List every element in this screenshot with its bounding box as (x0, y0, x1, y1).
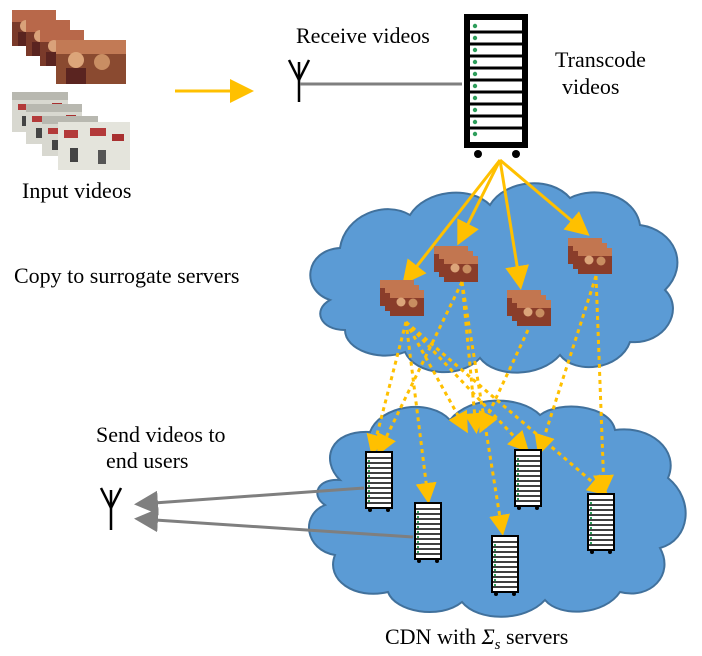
cdn-server-3 (514, 449, 542, 511)
cdn-caption-subscript: s (495, 637, 501, 653)
surrogate-cloud (309, 182, 679, 374)
cdn-server-1 (365, 451, 393, 513)
cdn-caption: CDN with Σs servers (385, 624, 568, 653)
cdn-server-2 (414, 502, 442, 564)
cdn-server-4 (491, 535, 519, 597)
cdn-server-5 (587, 493, 615, 555)
transcode-label-line2: videos (562, 74, 619, 99)
input-video-stack-people (12, 10, 126, 84)
surrogate-video-1 (380, 280, 424, 316)
input-video-stack-crowd (12, 92, 130, 170)
receive-videos-label: Receive videos (296, 23, 430, 48)
transcode-distribution-arrows (402, 158, 590, 290)
surrogate-video-3 (507, 290, 551, 326)
delivery-arrows (134, 486, 414, 539)
send-videos-label-line1: Send videos to (96, 422, 226, 447)
transcode-label-line1: Transcode (555, 47, 646, 72)
cdn-caption-suffix: servers (500, 624, 568, 649)
surrogate-video-2 (434, 246, 478, 282)
end-user-antenna-icon (99, 486, 123, 532)
transcode-server-icon (464, 14, 528, 158)
receive-antenna-icon (287, 58, 311, 104)
cdn-caption-prefix: CDN with (385, 624, 482, 649)
replication-arrows (366, 275, 614, 536)
send-videos-label-line2: end users (106, 448, 188, 473)
surrogate-video-4 (568, 238, 612, 274)
cdn-caption-symbol: Σ (481, 624, 495, 649)
copy-to-surrogate-label: Copy to surrogate servers (14, 263, 239, 288)
input-videos-label: Input videos (22, 178, 131, 203)
